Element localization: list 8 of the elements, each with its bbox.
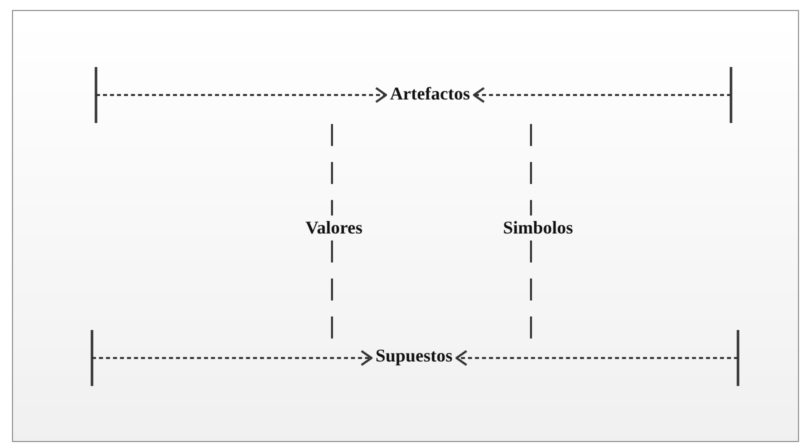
arrow xyxy=(472,66,732,124)
concept-label: Artefactos xyxy=(388,84,472,104)
arrow xyxy=(94,66,388,124)
arrow xyxy=(90,328,373,388)
concept-label: Valores xyxy=(304,218,364,238)
arrow xyxy=(455,328,740,388)
concept-label: Simbolos xyxy=(500,218,576,238)
concept-label: Supuestos xyxy=(373,346,455,366)
